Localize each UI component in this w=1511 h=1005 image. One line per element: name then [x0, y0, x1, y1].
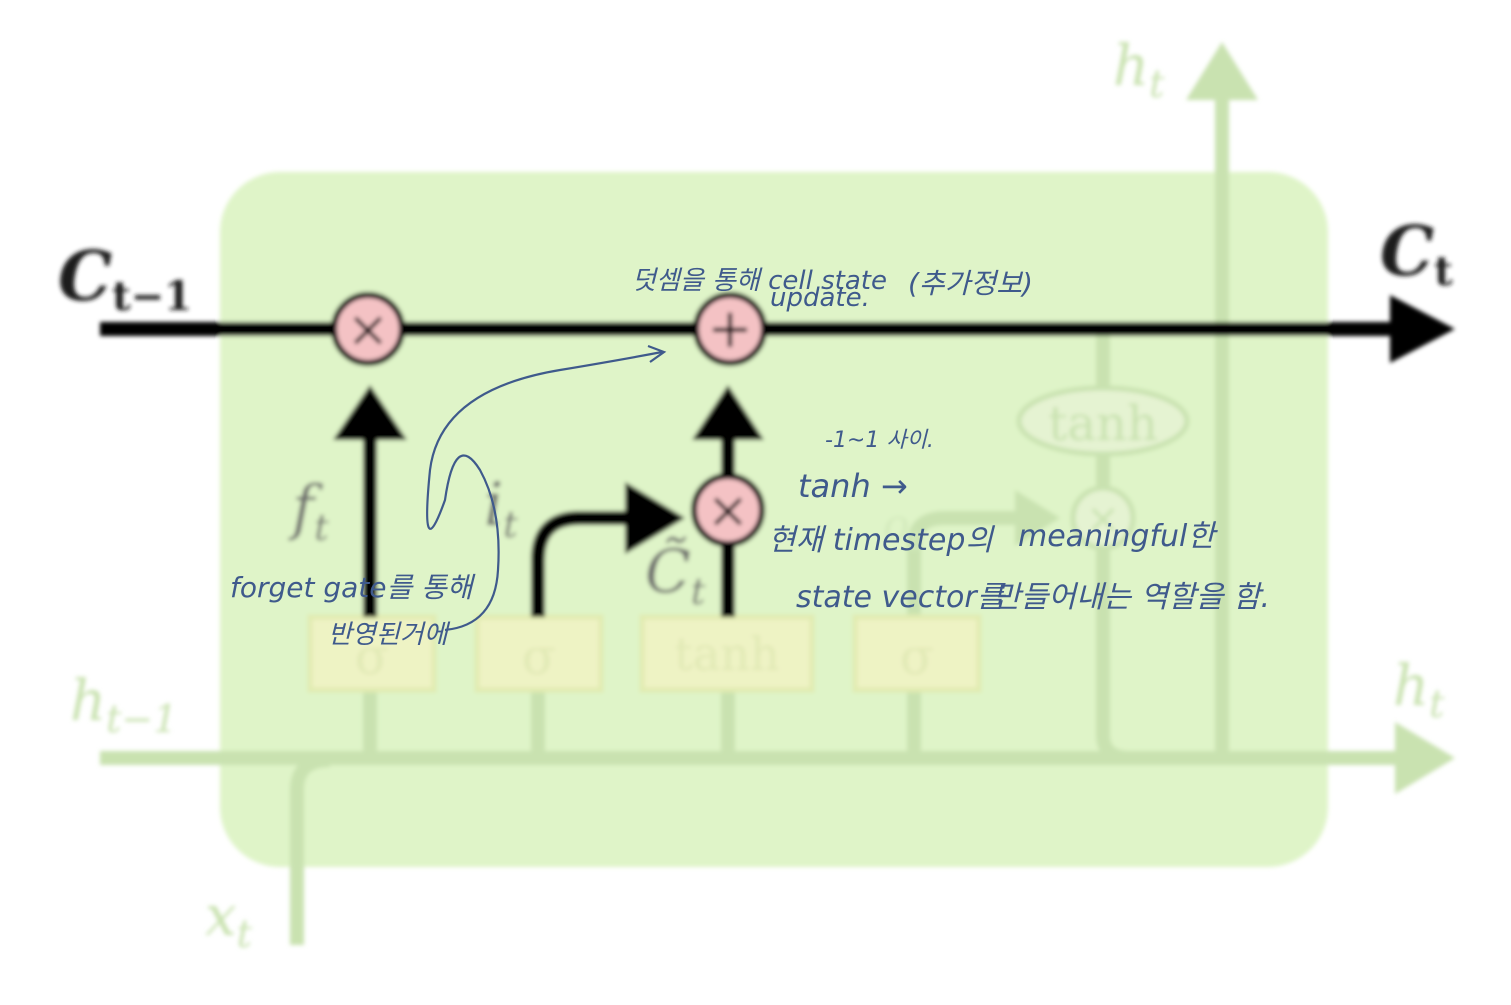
- forget-multiply-symbol: ×: [347, 300, 389, 358]
- output-multiply-op: [1070, 485, 1136, 551]
- label-c-tilde: C̃t: [645, 536, 706, 613]
- tanh-layer-label: tanh: [674, 627, 779, 681]
- input-multiply-symbol: ×: [707, 481, 749, 539]
- forget-multiply-op: [331, 292, 405, 366]
- sigma-layer-2-label: σ: [522, 628, 556, 686]
- h-top-arrowhead: [1186, 42, 1258, 100]
- o-gate-line: [907, 511, 1040, 620]
- note-curved-arrow: [426, 350, 663, 632]
- cell-background: [220, 172, 1328, 867]
- add-symbol: +: [707, 297, 752, 360]
- label-h-out-side: ht: [1393, 654, 1445, 726]
- add-op: [693, 292, 767, 366]
- label-h-prev: ht−1: [70, 669, 177, 741]
- input-arrowhead: [625, 482, 685, 554]
- tanh-output-label: tanh: [1048, 396, 1158, 452]
- note-add-extra: (추가정보): [908, 267, 1033, 300]
- note-tanh-desc-2: meaningful한: [1018, 519, 1218, 554]
- forget-arrowhead: [333, 385, 407, 440]
- tanh-output-ellipse: [1016, 385, 1190, 457]
- note-tanh-desc-4: 만들어내는 역할을 함.: [993, 580, 1270, 615]
- note-range: -1~1 사이.: [825, 428, 934, 453]
- label-x-t: xt: [205, 884, 253, 956]
- tanh-layer: [639, 614, 815, 693]
- x-input-line: [290, 753, 331, 945]
- sigma-layer-2: [474, 614, 604, 693]
- note-curved-arrowhead: [647, 344, 667, 363]
- h-out-arrowhead: [1395, 722, 1455, 794]
- sigma-layer-3-label: σ: [900, 628, 934, 686]
- label-c-prev: Ct−1: [58, 237, 192, 320]
- note-add-line2: update.: [770, 283, 870, 313]
- cell-state-arrowhead: [1390, 295, 1455, 363]
- sigma-layer-1: [307, 614, 437, 693]
- note-tanh-desc-3: state vector를: [796, 580, 1007, 615]
- label-h-out-top: ht: [1113, 34, 1165, 106]
- sigma-layer-3: [852, 614, 982, 693]
- note-tanh-desc-1: 현재 timestep의: [768, 523, 995, 558]
- candidate-arrowhead: [692, 385, 764, 440]
- output-multiply-symbol: ×: [1086, 496, 1120, 542]
- note-forget-2: 반영된거에: [328, 620, 451, 650]
- label-o-t: ot: [883, 500, 922, 557]
- h-out-line: [1096, 545, 1131, 765]
- handwritten-annotations: 덧셈을 통해 cell state update. (추가정보) -1~1 사이…: [230, 266, 1270, 650]
- sigma-layer-1-label: σ: [355, 628, 389, 686]
- note-forget-1: forget gate를 통해: [230, 571, 476, 604]
- input-gate-line: [531, 511, 640, 617]
- o-gate-arrowhead: [1015, 490, 1060, 546]
- note-add-line1: 덧셈을 통해 cell state: [632, 266, 887, 296]
- label-c-t: Ct: [1380, 212, 1453, 295]
- note-tanh: tanh →: [798, 467, 908, 505]
- input-multiply-op: [691, 473, 765, 547]
